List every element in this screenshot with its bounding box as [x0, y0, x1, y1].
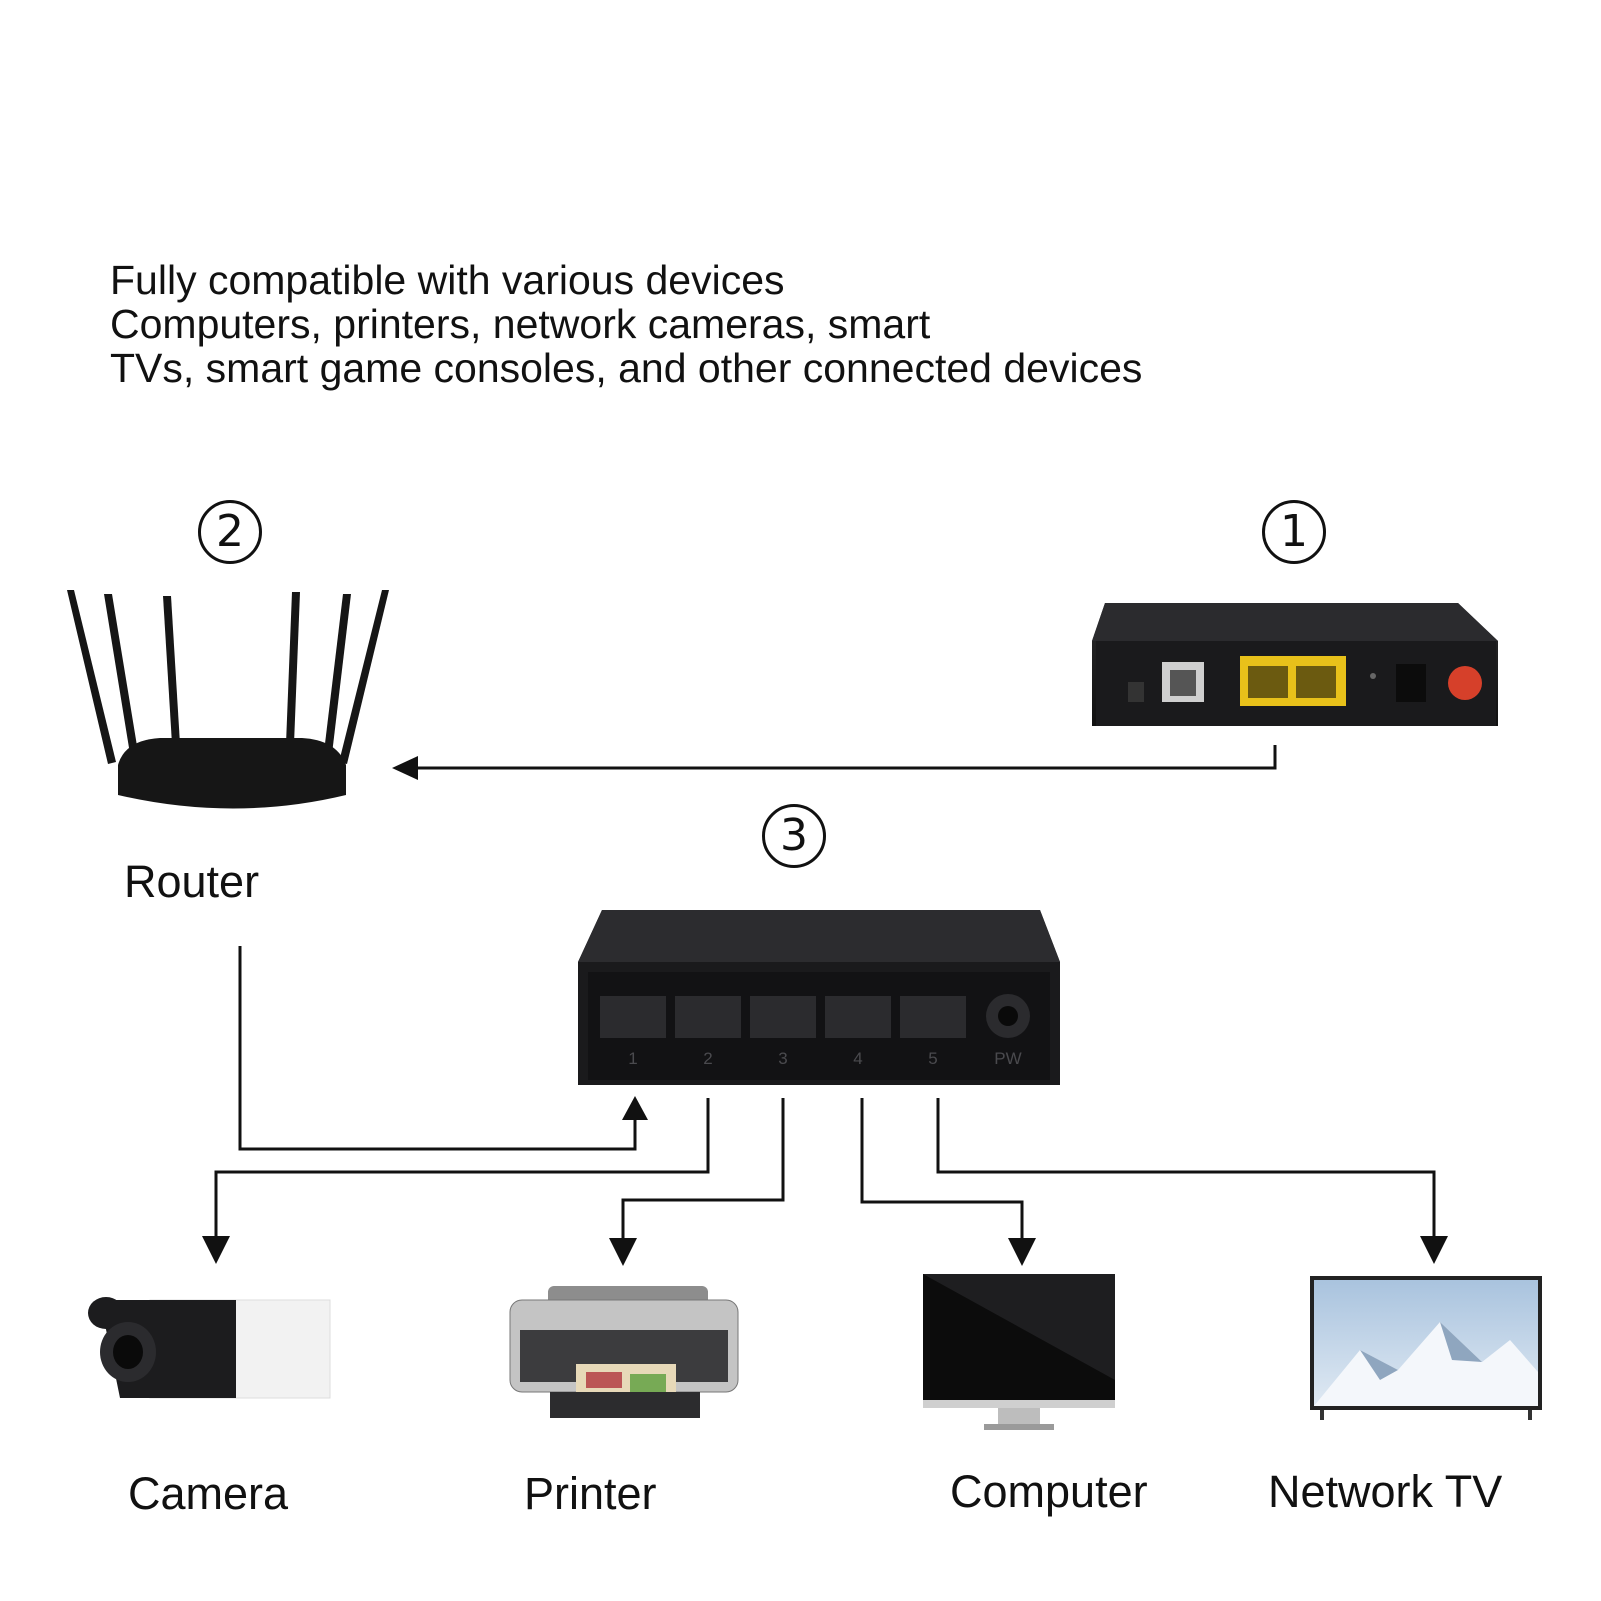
switch-power-label: PW: [994, 1049, 1021, 1068]
connection-lines: [214, 745, 1436, 1238]
step-2-badge: 2: [198, 500, 262, 564]
network-tv-label: Network TV: [1268, 1466, 1503, 1517]
printer-device: [509, 1286, 739, 1418]
arrow-down-icon: [609, 1238, 637, 1266]
modem-device: [1092, 603, 1498, 726]
switch-port-label: 1: [628, 1049, 637, 1068]
camera-device: [88, 1297, 331, 1399]
network-tv-device: [1310, 1276, 1542, 1420]
intro-text: Fully compatible with various devices Co…: [110, 258, 1142, 390]
switch-port-label: 5: [928, 1049, 937, 1068]
arrow-left-icon: [392, 756, 418, 780]
power-button-icon: [1448, 666, 1482, 700]
switch-port-label: 2: [703, 1049, 712, 1068]
camera-label: Camera: [128, 1468, 289, 1519]
step-3-badge: 3: [762, 804, 826, 868]
switch-port-label: 3: [778, 1049, 787, 1068]
intro-line-3: TVs, smart game consoles, and other conn…: [110, 345, 1143, 391]
arrow-down-icon: [1008, 1238, 1036, 1266]
intro-line-1: Fully compatible with various devices: [110, 257, 785, 303]
arrow-down-icon: [202, 1236, 230, 1264]
step-1-badge: 1: [1262, 500, 1326, 564]
arrow-up-icon: [622, 1096, 648, 1120]
arrow-down-icon: [1420, 1236, 1448, 1264]
router-device: [67, 590, 389, 809]
switch-port-label: 4: [853, 1049, 862, 1068]
router-label: Router: [124, 856, 260, 907]
arrowheads: [202, 756, 1448, 1266]
computer-label: Computer: [950, 1466, 1148, 1517]
intro-line-2: Computers, printers, network cameras, sm…: [110, 301, 931, 347]
printer-label: Printer: [524, 1468, 657, 1519]
switch-device: 1 2 3 4 5 PW: [578, 910, 1060, 1085]
computer-device: [923, 1274, 1115, 1430]
